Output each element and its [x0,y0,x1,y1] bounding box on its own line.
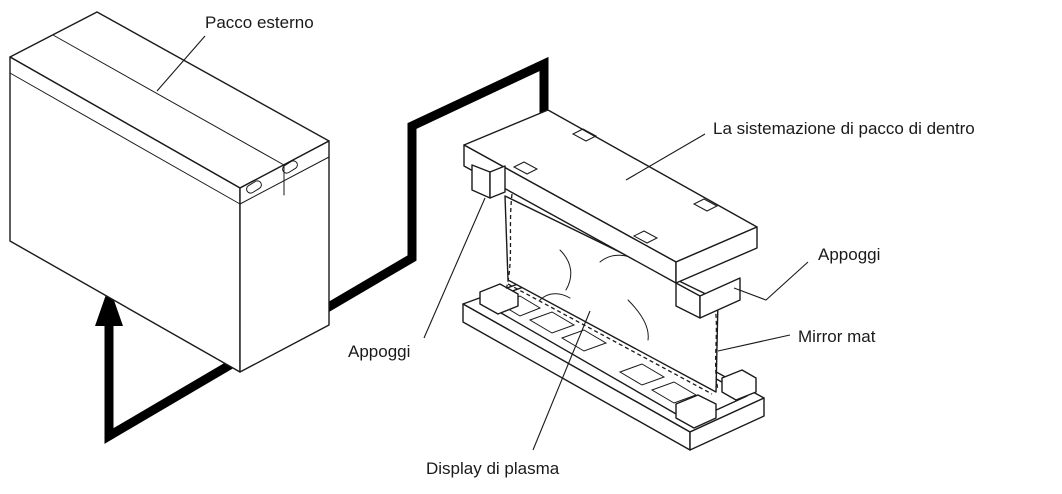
leader-supports-right [733,261,809,301]
mirror-mat-dash-bottom [507,283,713,395]
flow-arrow-head [95,286,123,326]
handle-hole-icon [282,160,298,174]
tray-cell [560,329,608,352]
cap-side [675,226,758,284]
leader-outer-box [156,35,206,92]
tray-corner-block [479,283,519,315]
wrap-wrinkle [627,299,649,341]
label-outer-box: Pacco esterno [205,13,314,32]
label-inner-packing: La sistemazione di pacco di dentro [713,119,975,138]
wrap-wrinkle [539,293,571,301]
flow-arrow-path [104,56,549,444]
tray-cell [618,363,666,386]
handle-hole-icon [246,180,262,194]
cap-slot [632,230,659,244]
outer-box-edge-line [9,72,241,205]
cap-slot [571,128,598,142]
tray-corner-block [675,394,717,429]
cap-slot [512,161,539,175]
leader-supports-left [423,197,486,339]
outer-box-tape-line [52,34,285,166]
cap-slot [692,198,719,212]
tray-cell [650,381,698,404]
tray-cell [528,311,576,334]
label-mirror-mat: Mirror mat [798,327,876,346]
label-supports-right: Appoggi [818,245,880,264]
label-plasma-display: Display di plasma [426,459,560,478]
support-block-right-side [699,277,741,319]
leader-inner-packing [625,133,706,181]
outer-box [9,11,330,373]
leader-mirror-mat [717,334,791,352]
leader-plasma-display [532,310,591,451]
flow-arrow [95,56,549,444]
tray-corner-block [721,369,757,401]
top-cap [463,109,758,319]
label-supports-left: Appoggi [348,342,410,361]
bottom-tray [462,275,765,451]
leaders [156,35,809,451]
tray-side [689,397,765,451]
wrap-wrinkle [559,249,572,291]
outer-box-side [239,140,330,373]
support-block-left-side [489,165,506,199]
mirror-mat-dash-left [505,193,513,291]
